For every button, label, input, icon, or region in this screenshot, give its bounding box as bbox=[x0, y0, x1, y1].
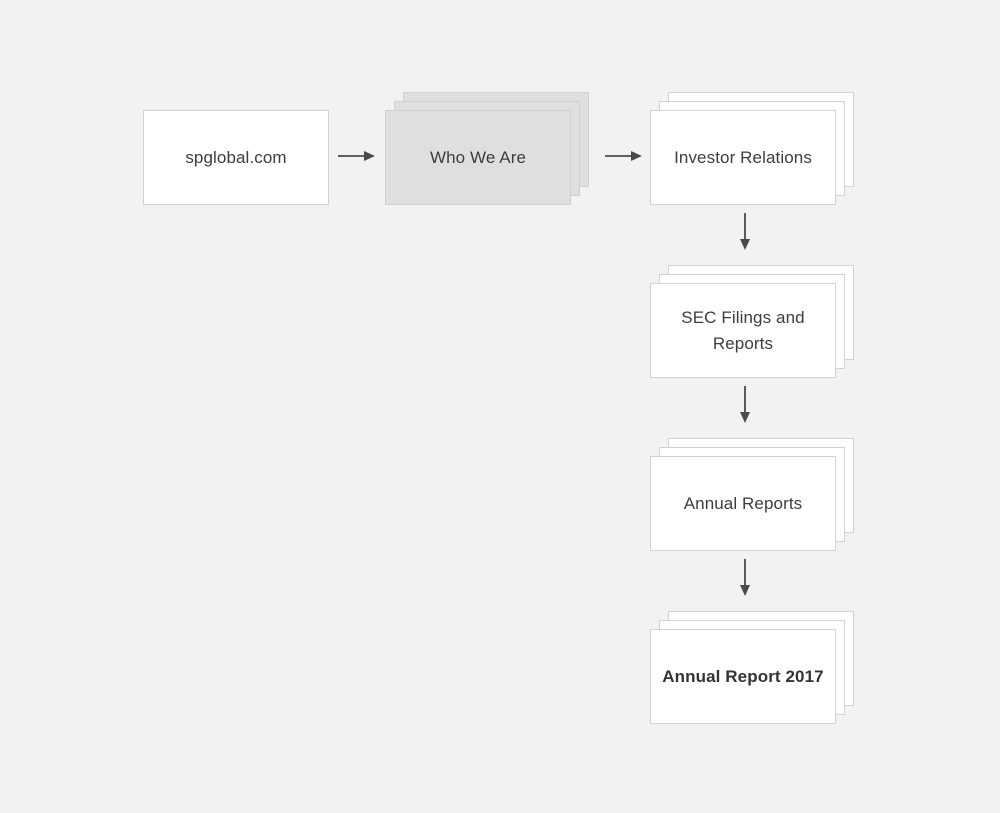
node-label-sec-filings-and-reports: SEC Filings and Reports bbox=[681, 307, 805, 353]
arrow-right-icon-spglobal-to-who-we-are bbox=[337, 146, 377, 166]
card-face bbox=[650, 629, 836, 724]
node-who-we-are[interactable]: Who We Are bbox=[385, 92, 589, 205]
arrow-down-icon-annual-reports-to-annual-report-2017 bbox=[735, 558, 755, 598]
card-face bbox=[650, 110, 836, 205]
node-label-investor-relations: Investor Relations bbox=[674, 147, 812, 167]
node-investor-relations[interactable]: Investor Relations bbox=[650, 92, 854, 205]
node-spglobal[interactable]: spglobal.com bbox=[143, 110, 329, 205]
card-face bbox=[650, 283, 836, 378]
node-label-who-we-are: Who We Are bbox=[429, 147, 527, 167]
node-label-annual-reports: Annual Reports bbox=[683, 493, 803, 513]
node-sec-filings-and-reports[interactable]: SEC Filings and Reports bbox=[650, 265, 854, 378]
node-label-spglobal: spglobal.com bbox=[185, 147, 287, 167]
card-face bbox=[143, 110, 329, 205]
node-annual-report-2017[interactable]: Annual Report 2017 bbox=[650, 611, 854, 724]
node-annual-reports[interactable]: Annual Reports bbox=[650, 438, 854, 551]
arrow-down-icon-sec-filings-to-annual-reports bbox=[735, 385, 755, 425]
node-label-annual-report-2017: Annual Report 2017 bbox=[662, 666, 824, 686]
card-face bbox=[650, 456, 836, 551]
arrow-down-icon-investor-relations-to-sec-filings bbox=[735, 212, 755, 252]
arrow-right-icon-who-we-are-to-investor-relations bbox=[604, 146, 644, 166]
card-face bbox=[385, 110, 571, 205]
